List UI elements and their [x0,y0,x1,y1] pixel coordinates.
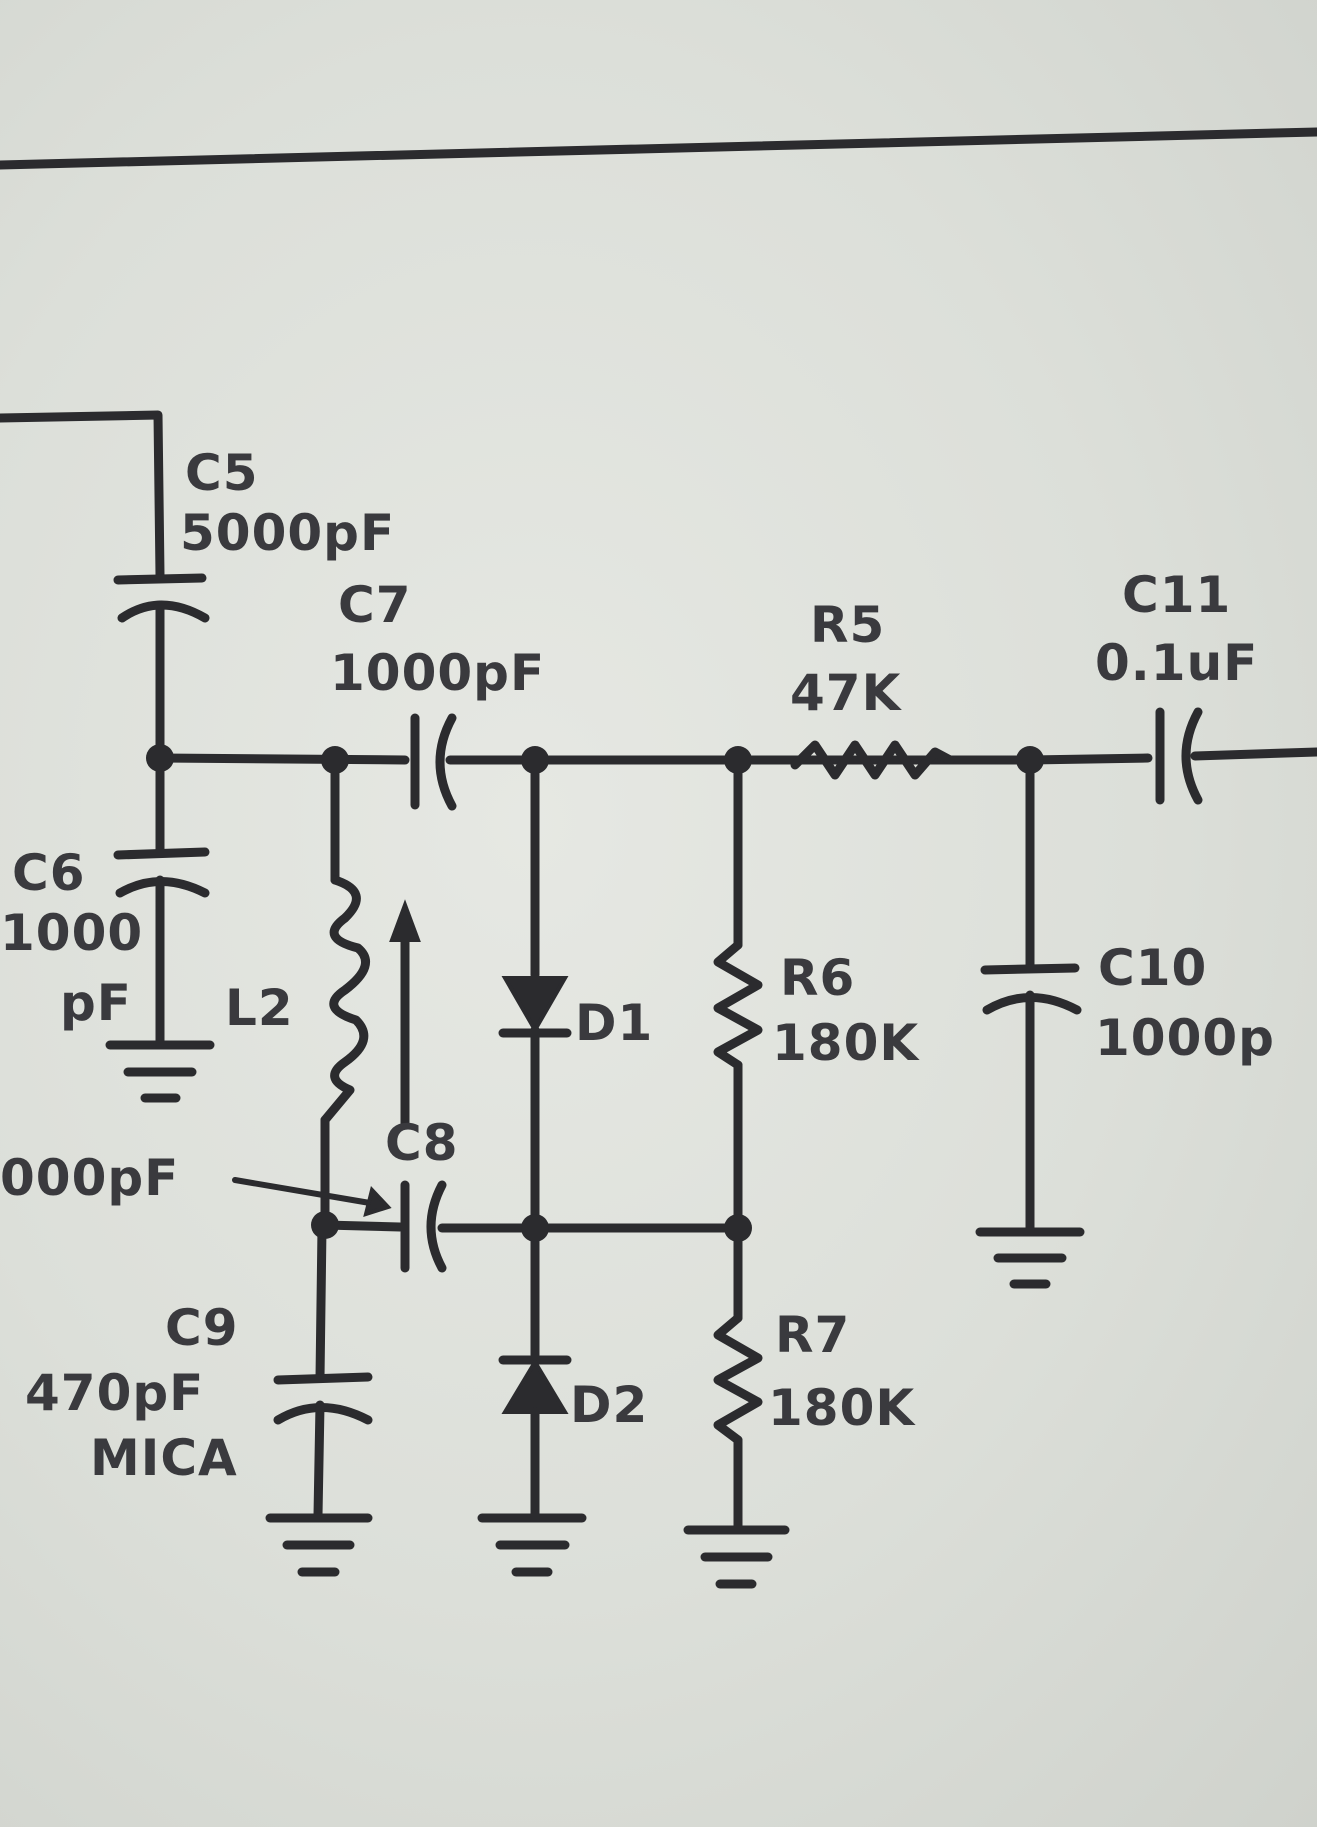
input-wire [0,410,165,580]
junction-dot [1016,746,1044,774]
c7-name-label: C7 [338,576,411,634]
c6-value-top-label: 1000 [0,904,143,962]
c8-name-label: C8 [385,1114,458,1172]
tuning-arrow [389,899,421,1130]
main-bus-right [1025,753,1153,765]
junction-dot [521,746,549,774]
capacitor-c11 [1155,707,1203,805]
diode-d2 [498,1223,572,1520]
c8-pointer [232,1177,392,1217]
c10-name-label: C10 [1098,939,1207,997]
ground-d2 [477,1513,587,1577]
junction-dot [311,1211,339,1239]
c5-value-label: 5000pF [180,504,395,562]
r7-value-label: 180K [768,1379,916,1437]
main-bus-left [155,753,410,765]
r6-value-label: 180K [772,1014,920,1072]
main-bus-out [1190,747,1317,761]
r7-name-label: R7 [775,1306,850,1364]
capacitor-c5 [113,573,210,763]
c9-name-label: C9 [165,1299,238,1357]
capacitor-c7 [410,713,457,811]
resistor-r5 [790,740,955,780]
junction-dot [521,1214,549,1242]
ground-c6 [105,1040,215,1103]
c8-value-label: 000pF [0,1149,179,1207]
resistor-r6 [713,755,763,1233]
d1-name-label: D1 [575,994,653,1052]
c10-value-label: 1000p [1095,1009,1275,1067]
junction-dot [724,746,752,774]
capacitor-c10 [980,755,1082,1233]
ground-r7 [683,1525,790,1589]
c6-name-label: C6 [12,844,85,902]
l2-name-label: L2 [225,979,294,1037]
capacitor-c6 [113,753,210,1047]
r6-name-label: R6 [780,949,855,1007]
capacitor-c9 [273,1223,373,1520]
diode-d1 [498,755,572,1233]
c7-value-label: 1000pF [330,644,545,702]
junction-dot [724,1214,752,1242]
c9-value-label: 470pF [25,1364,204,1422]
ground-c10 [975,1227,1085,1289]
c11-name-label: C11 [1122,566,1231,624]
c6-value-bottom-label: pF [60,974,132,1032]
c9-type-label: MICA [90,1429,238,1487]
top-border-rule [0,127,1317,170]
c5-name-label: C5 [185,444,258,502]
r5-name-label: R5 [810,596,885,654]
d2-name-label: D2 [570,1376,648,1434]
r5-value-label: 47K [790,664,903,722]
ground-c9 [265,1513,373,1577]
resistor-r7 [713,1223,763,1533]
junction-dot [146,744,174,772]
junction-dot [321,746,349,774]
c11-value-label: 0.1uF [1095,634,1258,692]
inductor-l2 [320,755,370,1230]
